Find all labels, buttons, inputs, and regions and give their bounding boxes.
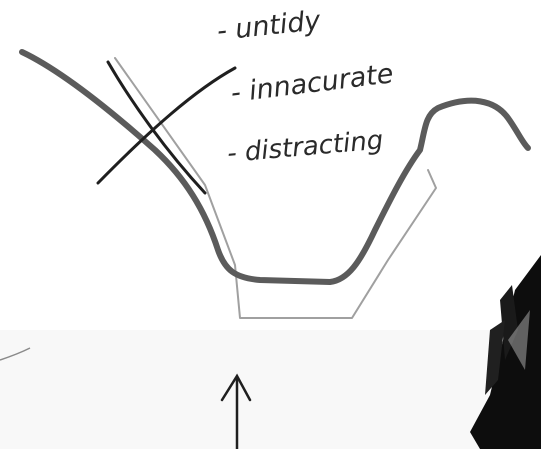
paper-shadow (0, 330, 541, 449)
